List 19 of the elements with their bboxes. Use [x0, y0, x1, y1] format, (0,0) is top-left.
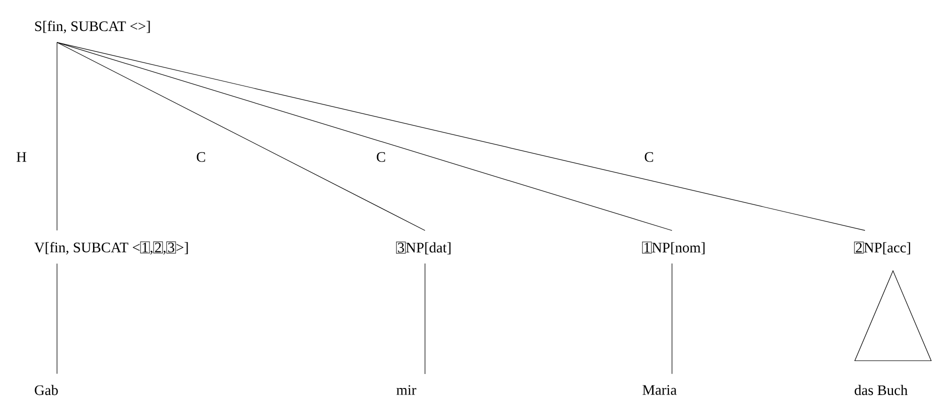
edge-label: C [375, 151, 387, 163]
category-label: Gab [34, 384, 58, 396]
edge-label: H [15, 151, 28, 163]
category-label: S[fin, SUBCAT <>] [35, 20, 150, 34]
category-label: V[fin, SUBCAT < 1 , 2 , 3 >] [34, 242, 188, 254]
tree-branch [424, 263, 426, 374]
tree-branch [56, 263, 58, 374]
category-label: das Buch [854, 384, 908, 396]
category-label: mir [396, 385, 416, 395]
tree-branch [56, 42, 426, 231]
category-label: 2 NP[acc] [854, 242, 910, 254]
edge-label: C [643, 151, 655, 163]
tree-branch [56, 42, 672, 231]
category-label: 3NP[dat] [396, 242, 450, 254]
category-label: 1 NP[nom] [642, 242, 705, 254]
category-label: Maria [642, 385, 677, 395]
tree-branch [56, 42, 866, 231]
edge-label: C [195, 151, 207, 163]
tree-branch [56, 42, 58, 231]
